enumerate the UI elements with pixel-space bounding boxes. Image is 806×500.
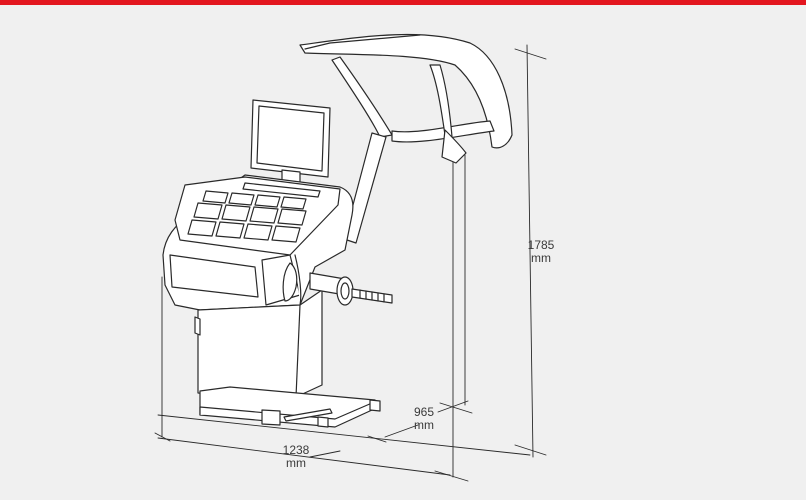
dimension-lines xyxy=(154,44,547,482)
depth-value: 965 xyxy=(413,405,435,419)
diagram-panel xyxy=(0,5,806,500)
balancing-shaft xyxy=(282,262,393,306)
monitor xyxy=(250,99,331,184)
depth-unit: mm xyxy=(414,418,434,432)
wheel-guard-hood xyxy=(299,33,513,164)
base-plate xyxy=(199,386,381,428)
height-dimension-label: 1785 mm xyxy=(527,239,555,265)
pedestal xyxy=(194,289,323,398)
width-dimension-label: 1238 mm xyxy=(280,444,312,470)
wheel-balancer-drawing xyxy=(154,33,547,482)
depth-dimension-label: 965 mm xyxy=(410,406,438,432)
height-value: 1785 xyxy=(527,238,555,252)
width-value: 1238 xyxy=(282,443,310,457)
top-accent-bar xyxy=(0,0,806,5)
height-unit: mm xyxy=(531,251,551,265)
width-unit: mm xyxy=(286,456,306,470)
weight-tray-pockets xyxy=(187,182,321,243)
